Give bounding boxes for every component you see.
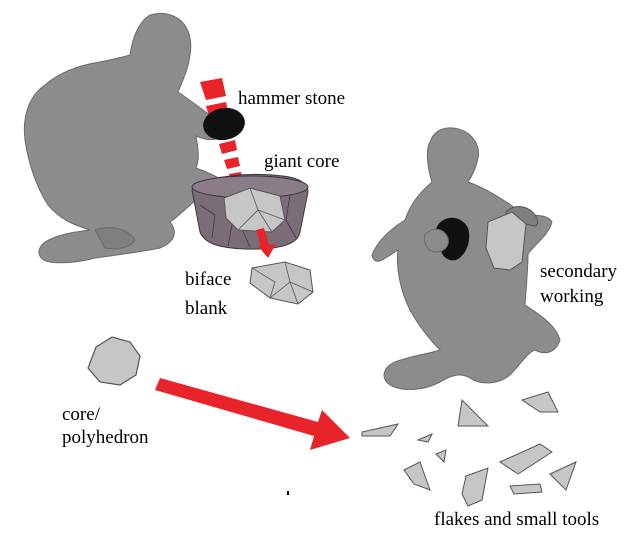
biface-blank-icon [250, 262, 313, 304]
flake [510, 484, 542, 494]
flake [500, 444, 552, 474]
flake [522, 392, 558, 412]
core-polyhedron-label-line2: polyhedron [62, 426, 149, 449]
flake [458, 400, 488, 426]
flake [362, 424, 398, 436]
right-worker-figure [372, 128, 560, 390]
flake [418, 434, 432, 442]
biface-label-line1: biface [185, 268, 231, 291]
right-worker-fist [425, 229, 449, 252]
giant-core-icon [192, 175, 308, 250]
giant-core-label: giant core [264, 150, 339, 173]
red-flow-arrow [155, 378, 350, 450]
secondary-working-stone [486, 212, 526, 270]
flake [462, 468, 488, 506]
flake [404, 462, 430, 490]
hammer-stone-label: hammer stone [238, 87, 345, 110]
biface-label-line2: blank [185, 297, 227, 320]
flake [436, 450, 446, 462]
flakes-group [362, 392, 576, 506]
flakes-label: flakes and small tools [434, 508, 599, 531]
flake [550, 462, 576, 490]
core-polyhedron-label-line1: core/ [62, 403, 100, 426]
tick-mark [287, 491, 289, 495]
secondary-working-label-line2: working [540, 285, 603, 308]
core-polyhedron-icon [88, 337, 140, 385]
secondary-working-label-line1: secondary [540, 260, 617, 283]
